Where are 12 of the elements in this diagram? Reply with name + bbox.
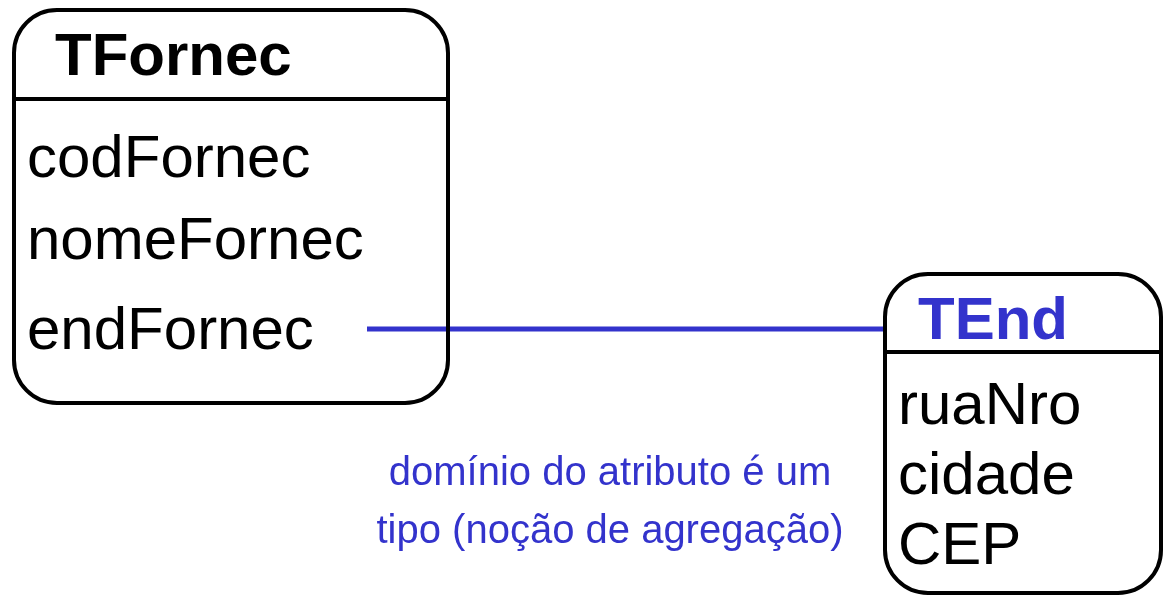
class-box — [12, 8, 450, 405]
class-name: TFornec — [55, 25, 292, 85]
class-name: TEnd — [918, 289, 1068, 349]
connector-line — [367, 326, 883, 332]
attribute-name: CEP — [898, 514, 1022, 574]
attribute-name: nomeFornec — [27, 209, 364, 269]
attribute-name: cidade — [898, 444, 1075, 504]
note-text: domínio do atributo é um tipo (noção de agregação) — [375, 448, 845, 553]
class-box — [883, 272, 1163, 595]
attribute-name: ruaNro — [898, 374, 1082, 434]
attribute-name: endFornec — [27, 299, 314, 359]
attribute-name: codFornec — [27, 127, 311, 187]
